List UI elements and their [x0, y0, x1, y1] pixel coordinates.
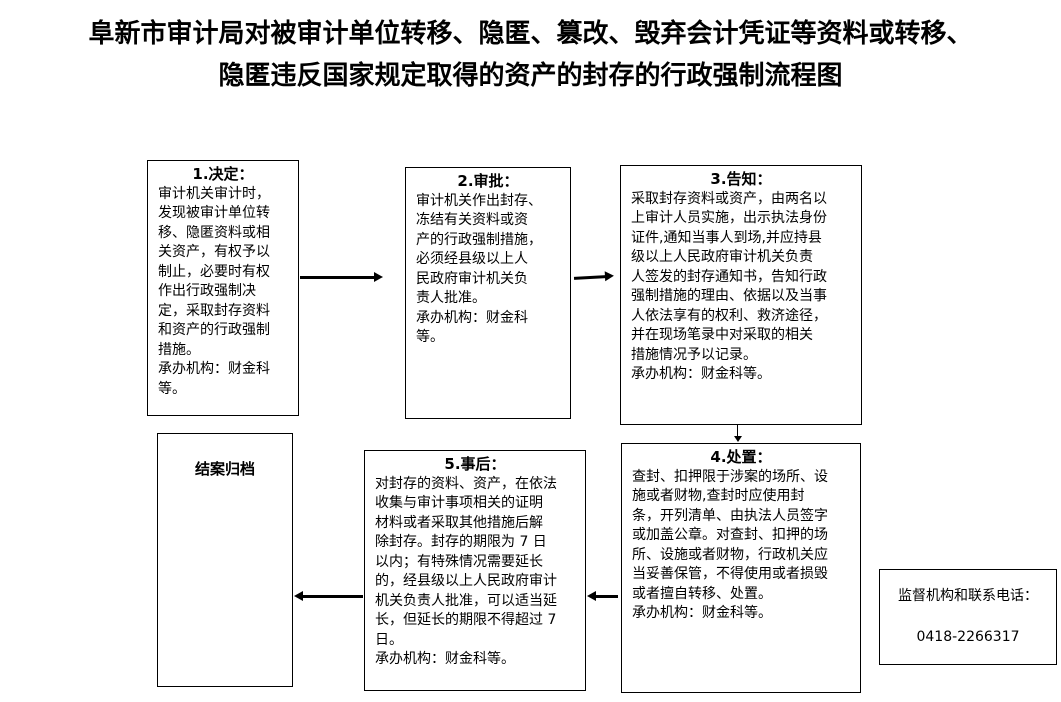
- arrow-1-to-2: [300, 272, 383, 282]
- step-text-line: 措施。: [158, 341, 200, 358]
- step-heading: 5.事后：: [444, 455, 506, 473]
- contact-box: 监督机构和联系电话： 0418-2266317: [879, 569, 1057, 665]
- step-notify: 3.告知： 采取封存资料或资产，由两名以上审计人员实施，出示执法身份证件,通知当事…: [620, 165, 862, 425]
- step-text-line: 或者擅自转移、处置。: [632, 585, 772, 602]
- step-text-line: 发现被审计单位转: [158, 205, 270, 221]
- step-text-line: 产的行政强制措施，: [416, 231, 542, 248]
- step-text-line: 对封存的资料、资产，在依法: [375, 475, 557, 492]
- step-text-line: 等。: [416, 329, 444, 345]
- step-text-line: 承办机构：财金科: [416, 309, 528, 326]
- step-text-line: 机关负责人批准，可以适当延: [375, 592, 557, 609]
- arrow-5-to-end: [294, 591, 363, 601]
- end-label: 结案归档: [194, 460, 255, 478]
- step-text-line: 审计机关作出封存、: [416, 192, 542, 209]
- step-decision: 1.决定： 审计机关审计时， 发现被审计单位转移、隐匿资料或相关资产，有权予以制止，…: [147, 160, 299, 416]
- step-text-line: 当妥善保管，不得使用或者损毁: [632, 566, 828, 582]
- step-text-line: 承办机构：财金科等。: [375, 651, 515, 667]
- step-heading: 3.告知：: [710, 170, 772, 188]
- step-text-line: 强制措施的理由、依据以及当事: [631, 288, 827, 304]
- arrow-2-to-3: [573, 275, 607, 280]
- step-text-line: 人签发的封存通知书，告知行政: [631, 268, 827, 285]
- step-text-line: 上审计人员实施，出示执法身份: [631, 210, 827, 226]
- contact-phone: 0418-2266317: [916, 629, 1020, 645]
- step-text-line: 条，开列清单、由执法人员签字: [632, 507, 828, 524]
- step-text-line: 定，采取封存资料: [158, 302, 270, 319]
- arrow-3-to-4: [737, 425, 738, 437]
- step-text-line: 所、设施或者财物，行政机关应: [632, 546, 828, 563]
- step-text-line: 证件,通知当事人到场,并应持县: [631, 229, 822, 246]
- step-text-line: 并在现场笔录中对采取的相关: [631, 327, 813, 343]
- title-line-2: 隐匿违反国家规定取得的资产的封存的行政强制流程图: [218, 61, 843, 91]
- step-text-line: 人依法享有的权利、救济途径，: [631, 307, 827, 324]
- step-text-line: 以内；有特殊情况需要延长: [375, 553, 543, 570]
- step-text-line: 级以上人民政府审计机关负责: [631, 249, 813, 265]
- step-text-line: 和资产的行政强制: [158, 322, 270, 338]
- step-text-line: 等。: [158, 380, 186, 397]
- step-text-line: 关资产，有权予以: [158, 244, 270, 260]
- step-text-line: 长，但延长的期限不得超过 7: [375, 612, 557, 628]
- step-text-line: 查封、扣押限于涉案的场所、设: [632, 468, 828, 485]
- step-approval: 2.审批： 审计机关作出封存、冻结有关资料或资产的行政强制措施， 必须经县级以上人民…: [405, 167, 571, 419]
- step-text-line: 材料或者采取其他措施后解: [375, 514, 543, 531]
- step-heading: 4.处置：: [710, 448, 772, 466]
- step-text-line: 必须经县级以上人: [416, 251, 528, 267]
- step-text-line: 承办机构：财金科: [158, 361, 270, 377]
- title-line-1: 阜新市审计局对被审计单位转移、隐匿、篡改、毁弃会计凭证等资料或转移、: [88, 19, 973, 49]
- step-text-line: 的，经县级以上人民政府审计: [375, 573, 557, 589]
- step-text-line: 措施情况予以记录。: [631, 346, 757, 363]
- step-heading: 2.审批：: [457, 172, 519, 190]
- step-text-line: 移、隐匿资料或相: [158, 224, 270, 241]
- step-text-line: 施或者财物,查封时应使用封: [632, 488, 805, 504]
- step-heading: 1.决定：: [192, 165, 254, 183]
- step-text-line: 除封存。封存的期限为 7 日: [375, 534, 547, 550]
- step-disposal: 4.处置： 查封、扣押限于涉案的场所、设施或者财物,查封时应使用封条，开列清单、由…: [621, 443, 861, 693]
- step-text-line: 制止，必要时有权: [158, 263, 270, 280]
- step-text-line: 冻结有关资料或资: [416, 212, 528, 228]
- end-box: 结案归档: [157, 433, 293, 687]
- step-text-line: 或加盖公章。对查封、扣押的场: [632, 527, 828, 543]
- step-text-line: 责人批准。: [416, 290, 486, 306]
- arrow-4-to-5: [587, 591, 618, 601]
- step-text-line: 日。: [375, 631, 403, 648]
- arrow-head-down: [734, 436, 742, 442]
- step-aftermath: 5.事后： 对封存的资料、资产，在依法收集与审计事项相关的证明材料或者采取其他措施…: [364, 450, 586, 691]
- step-text-line: 审计机关审计时，: [158, 185, 270, 202]
- contact-label: 监督机构和联系电话：: [898, 588, 1038, 604]
- step-text-line: 承办机构：财金科等。: [631, 366, 771, 382]
- step-text-line: 民政府审计机关负: [416, 270, 528, 287]
- step-text-line: 收集与审计事项相关的证明: [375, 495, 543, 511]
- step-text-line: 作出行政强制决: [158, 283, 256, 299]
- step-text-line: 采取封存资料或资产，由两名以: [631, 190, 827, 207]
- step-text-line: 承办机构：财金科等。: [632, 605, 772, 621]
